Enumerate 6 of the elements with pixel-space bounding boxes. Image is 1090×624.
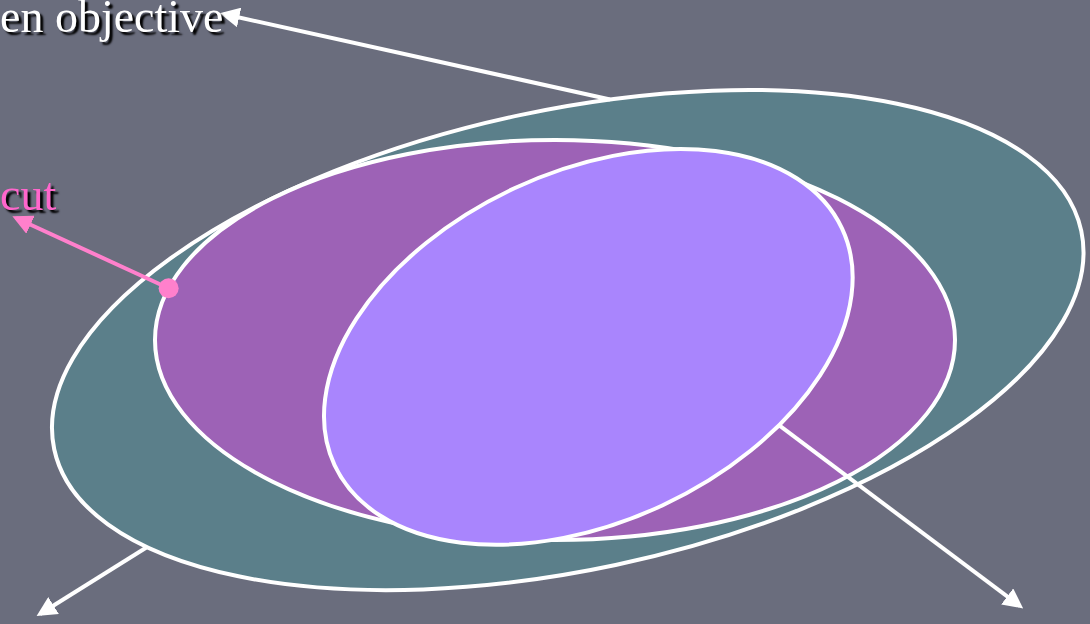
caption-text: en objective — [0, 0, 224, 40]
inner-ellipse — [320, 146, 856, 548]
arrow — [777, 423, 1024, 609]
arrow — [36, 545, 149, 617]
arrow — [12, 215, 179, 299]
caption-text: cut — [0, 172, 57, 218]
